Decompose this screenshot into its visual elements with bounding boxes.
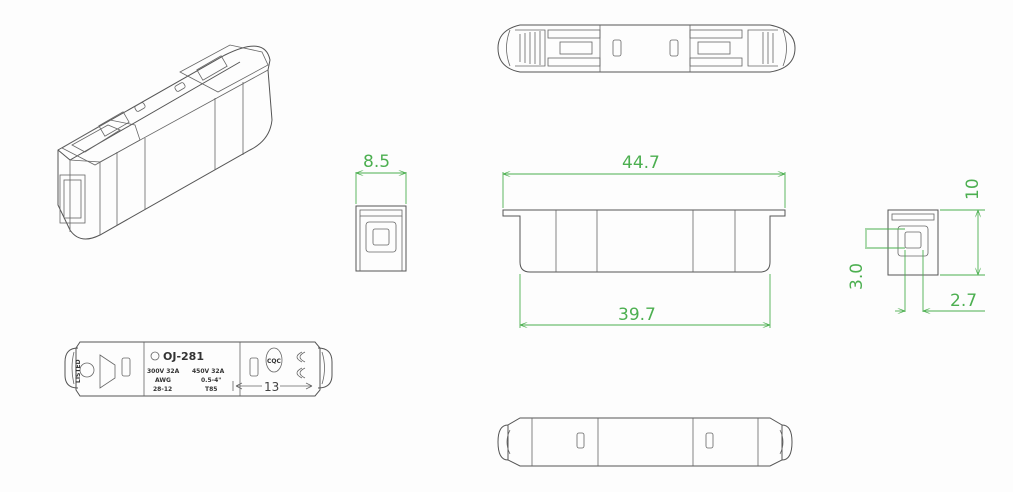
- ul-rating: 300V 32A: [147, 368, 180, 375]
- dim-opening-height: 3.0: [847, 263, 867, 290]
- front-view: 44.7 39.7: [502, 153, 786, 328]
- dim-end-width: 8.5: [363, 152, 390, 172]
- model-number: OJ-281: [163, 350, 204, 363]
- awg-range: 28-12: [153, 386, 172, 393]
- dim-body-length: 39.7: [618, 305, 656, 325]
- isometric-view: [57, 44, 273, 240]
- top-view: [497, 24, 796, 73]
- temp-rating: T85: [205, 386, 217, 393]
- dim-overall-length: 44.7: [622, 153, 660, 173]
- iec-rating: 450V 32A: [192, 368, 225, 375]
- strip-length-label: 13: [264, 380, 279, 394]
- dim-height: 10: [963, 178, 983, 200]
- ul-listed-text: LISTED: [75, 359, 82, 383]
- end-view-right: 10 3.0 2.7: [847, 178, 985, 312]
- svg-text:CQC: CQC: [267, 358, 282, 365]
- label-side-view: LISTED OJ-281 300V 32A 450V 32A AWG 0.5-…: [64, 341, 333, 397]
- end-view-left: 8.5: [355, 152, 407, 272]
- dim-opening-width: 2.7: [950, 291, 977, 311]
- awg-label: AWG: [155, 377, 171, 384]
- wire-range: 0.5-4": [201, 377, 221, 384]
- bottom-view: [497, 417, 793, 467]
